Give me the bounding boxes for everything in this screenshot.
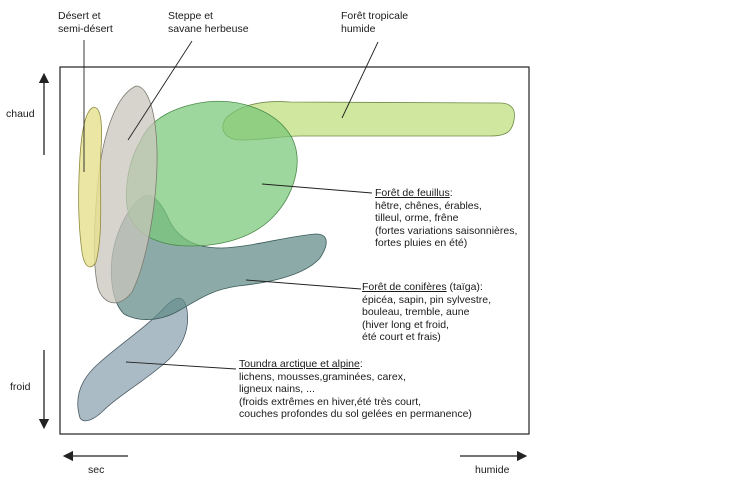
steppe-leader	[127, 40, 193, 141]
tundra-leader	[125, 361, 237, 370]
deciduous-label: Forêt de feuillus: hêtre, chênes, érable…	[375, 187, 518, 249]
axis-humid-label: humide	[475, 464, 510, 476]
conifer-title: Forêt de conifères	[362, 281, 447, 293]
deciduous-leader	[261, 183, 373, 194]
conifer-label: Forêt de conifères (taïga): épicéa, sapi…	[362, 281, 491, 343]
axis-dry-label: sec	[88, 464, 105, 476]
tundra-title: Toundra arctique et alpine	[239, 358, 360, 370]
desert-label: Désert et semi-désert	[58, 10, 113, 35]
steppe-label: Steppe et savane herbeuse	[168, 10, 249, 35]
deciduous-title: Forêt de feuillus	[375, 187, 450, 199]
axis-hot-label: chaud	[6, 108, 35, 120]
tundra-label: Toundra arctique et alpine: lichens, mou…	[239, 358, 472, 420]
tropical-leader	[341, 41, 379, 119]
diagram-frame	[59, 66, 530, 435]
tropical-label: Forêt tropicale humide	[341, 10, 409, 35]
desert-zone	[78, 107, 102, 268]
axis-cold-label: froid	[10, 381, 31, 393]
conifer-leader	[245, 279, 362, 290]
tundra-zone	[77, 297, 189, 422]
